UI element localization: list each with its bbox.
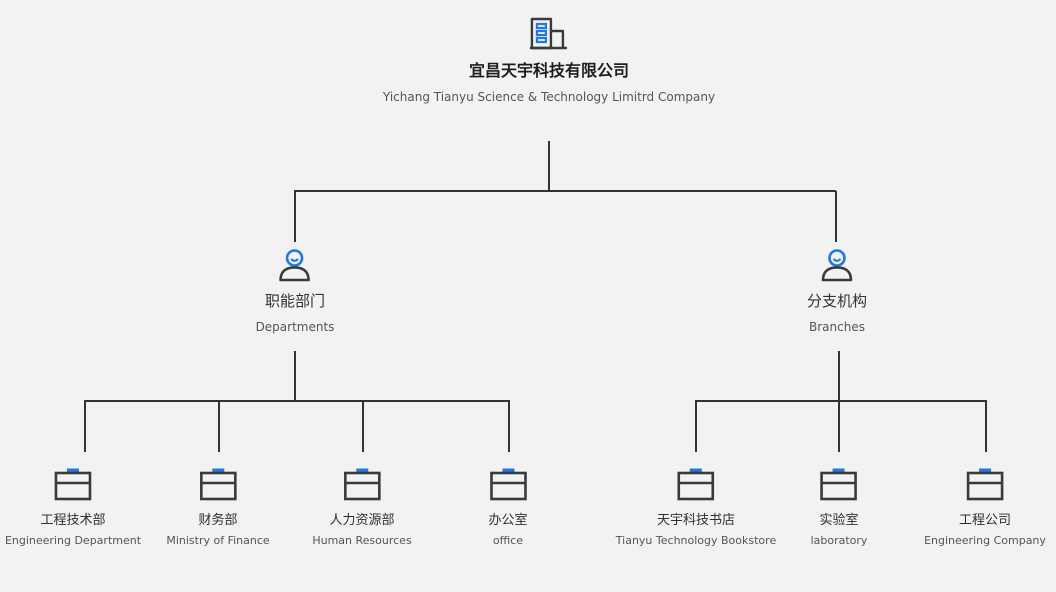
leaf-name-en: laboratory	[810, 534, 868, 547]
company-name-cn: 宜昌天宇科技有限公司	[468, 61, 630, 80]
building-icon	[529, 17, 567, 50]
leaf-name-en: Human Resources	[312, 534, 412, 547]
departments-name-en: Departments	[255, 320, 335, 334]
briefcase-icon	[54, 468, 92, 501]
leaf-name-en: Engineering Company	[924, 534, 1046, 547]
leaf-name-cn: 工程技术部	[40, 513, 106, 528]
company-name-en: Yichang Tianyu Science & Technology Limi…	[382, 90, 716, 104]
root-node: 宜昌天宇科技有限公司 Yichang Tianyu Science & Tech…	[383, 17, 715, 104]
leaf-office: 办公室 office	[488, 467, 528, 547]
leaf-name-cn: 人力资源部	[329, 513, 395, 528]
leaf-name-en: Engineering Department	[4, 534, 142, 547]
briefcase-icon	[677, 468, 715, 501]
briefcase-icon	[199, 468, 237, 501]
leaf-name-cn: 办公室	[488, 513, 528, 528]
departments-name-cn: 职能部门	[264, 292, 325, 310]
leaf-tianyu-technology-bookstore: 天宇科技书店 Tianyu Technology Bookstore	[616, 467, 776, 547]
briefcase-icon	[966, 468, 1004, 501]
user-icon	[821, 249, 853, 282]
leaf-human-resources: 人力资源部 Human Resources	[312, 467, 412, 547]
leaf-name-en: Tianyu Technology Bookstore	[615, 534, 777, 547]
leaf-name-cn: 财务部	[198, 513, 238, 528]
user-icon	[279, 249, 311, 282]
leaf-laboratory: 实验室 laboratory	[810, 467, 868, 547]
leaf-name-en: Ministry of Finance	[166, 534, 270, 547]
branches-name-en: Branches	[809, 320, 865, 334]
leaf-engineering-company: 工程公司 Engineering Company	[924, 467, 1046, 547]
leaf-engineering-department: 工程技术部 Engineering Department	[5, 467, 141, 547]
leaf-ministry-of-finance: 财务部 Ministry of Finance	[166, 467, 270, 547]
departments-node: 职能部门 Departments	[255, 248, 335, 334]
briefcase-icon	[343, 468, 381, 501]
branches-name-cn: 分支机构	[806, 292, 868, 310]
leaf-name-en: office	[492, 534, 524, 547]
leaf-name-cn: 实验室	[819, 513, 859, 528]
briefcase-icon	[820, 468, 858, 501]
branches-node: 分支机构 Branches	[807, 248, 867, 334]
leaf-name-cn: 工程公司	[958, 513, 1012, 528]
leaf-name-cn: 天宇科技书店	[656, 513, 736, 528]
briefcase-icon	[489, 468, 527, 501]
